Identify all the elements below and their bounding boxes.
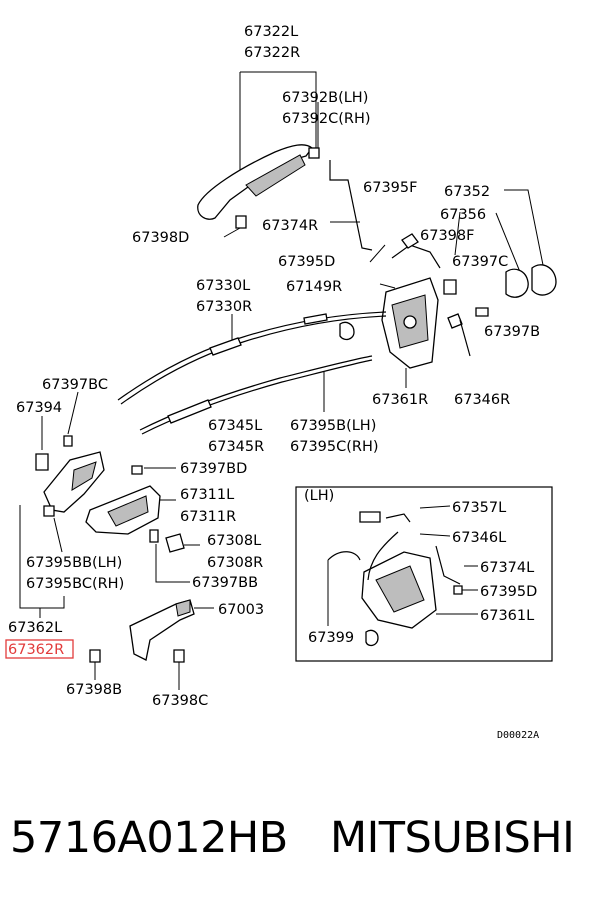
label-67003: 67003 bbox=[218, 602, 264, 618]
label-67361L: 67361L bbox=[480, 608, 534, 624]
label-67362R: 67362R bbox=[8, 642, 64, 658]
screw-67397BD bbox=[131, 465, 143, 475]
seal-parts bbox=[475, 189, 557, 317]
label-67395F: 67395F bbox=[363, 180, 417, 196]
label-67361R: 67361R bbox=[372, 392, 428, 408]
label-67395B: 67395B(LH) bbox=[290, 418, 376, 434]
clip-67395F bbox=[401, 233, 419, 249]
label-67395D-inset: 67395D bbox=[480, 584, 537, 600]
seal-67356 bbox=[505, 268, 529, 298]
label-67392B: 67392B(LH) bbox=[282, 90, 368, 106]
label-67356: 67356 bbox=[440, 207, 486, 223]
label-67311L: 67311L bbox=[180, 487, 234, 503]
label-67397BD: 67397BD bbox=[180, 461, 247, 477]
latch-assembly-lh bbox=[327, 505, 478, 647]
label-67399: 67399 bbox=[308, 630, 354, 646]
handle-clip bbox=[308, 147, 320, 159]
label-67398D: 67398D bbox=[132, 230, 189, 246]
label-67398C: 67398C bbox=[152, 693, 208, 709]
lh-inset-frame bbox=[295, 486, 553, 662]
label-67397BB: 67397BB bbox=[192, 575, 258, 591]
bushing-67397B bbox=[447, 313, 463, 329]
labels: 67322L 67322R 67392B(LH) 67392C(RH) 6739… bbox=[5, 24, 540, 741]
cable-67330 bbox=[117, 311, 387, 401]
label-67374R: 67374R bbox=[262, 218, 318, 234]
part-number: 5716A012HB bbox=[10, 813, 288, 863]
clip-67395D-inset bbox=[453, 585, 463, 595]
label-67345L: 67345L bbox=[208, 418, 262, 434]
leader-67322 bbox=[239, 71, 317, 170]
latch-assembly-rh bbox=[369, 211, 471, 388]
clip-67395B bbox=[339, 321, 355, 341]
label-67345R: 67345R bbox=[208, 439, 264, 455]
label-67392C: 67392C(RH) bbox=[282, 111, 371, 127]
bracket-67394 bbox=[35, 453, 49, 471]
label-67352: 67352 bbox=[444, 184, 490, 200]
lever-67357L bbox=[359, 511, 381, 523]
label-67308R: 67308R bbox=[207, 555, 263, 571]
label-67395BB: 67395BB(LH) bbox=[26, 555, 122, 571]
label-67395D: 67395D bbox=[278, 254, 335, 270]
screw-67397BB bbox=[149, 529, 159, 543]
outside-handle-group bbox=[197, 71, 320, 238]
label-67395BC: 67395BC(RH) bbox=[26, 576, 124, 592]
seal-67352 bbox=[531, 264, 557, 296]
inside-handle-group bbox=[19, 391, 200, 618]
door-check-group bbox=[89, 599, 214, 690]
rod-67346R bbox=[459, 319, 471, 357]
label-67357L: 67357L bbox=[452, 500, 506, 516]
screw-67397BC bbox=[63, 435, 73, 447]
highlight-67362R bbox=[5, 639, 74, 659]
label-67330L: 67330L bbox=[196, 278, 250, 294]
label-67395C: 67395C(RH) bbox=[290, 439, 379, 455]
label-67308L: 67308L bbox=[207, 533, 261, 549]
bolt-67398C bbox=[173, 649, 185, 663]
cables bbox=[117, 311, 387, 435]
label-67149R: 67149R bbox=[286, 279, 342, 295]
parts-diagram: 67322L 67322R 67392B(LH) 67392C(RH) 6739… bbox=[5, 24, 557, 741]
cover-67308 bbox=[165, 533, 185, 553]
screw-67398D bbox=[235, 215, 247, 229]
label-67398B: 67398B bbox=[66, 682, 122, 698]
label-67322R: 67322R bbox=[244, 45, 300, 61]
bushing-67397C bbox=[443, 279, 457, 295]
diagram-code: D00022A bbox=[497, 730, 539, 741]
bolt-67398B bbox=[89, 649, 101, 663]
label-67397BC: 67397BC bbox=[42, 377, 108, 393]
rod-67374L bbox=[435, 545, 461, 585]
label-67398F: 67398F bbox=[420, 228, 474, 244]
label-67397C: 67397C bbox=[452, 254, 508, 270]
label-67394: 67394 bbox=[16, 400, 62, 416]
label-67362L: 67362L bbox=[8, 620, 62, 636]
clip-67395BB bbox=[43, 505, 55, 517]
footer: 5716A012HB MITSUBISHI bbox=[0, 808, 600, 868]
inset-title: (LH) bbox=[304, 488, 334, 504]
screw-67397C bbox=[475, 307, 489, 317]
label-67374L: 67374L bbox=[480, 560, 534, 576]
label-67397B: 67397B bbox=[484, 324, 540, 340]
label-67330R: 67330R bbox=[196, 299, 252, 315]
label-67346L: 67346L bbox=[452, 530, 506, 546]
label-67322L: 67322L bbox=[244, 24, 298, 40]
rod-67374R bbox=[329, 160, 373, 251]
label-67346R: 67346R bbox=[454, 392, 510, 408]
brand-name: MITSUBISHI bbox=[330, 813, 575, 863]
rod-67346L bbox=[367, 531, 399, 581]
label-67311R: 67311R bbox=[180, 509, 236, 525]
